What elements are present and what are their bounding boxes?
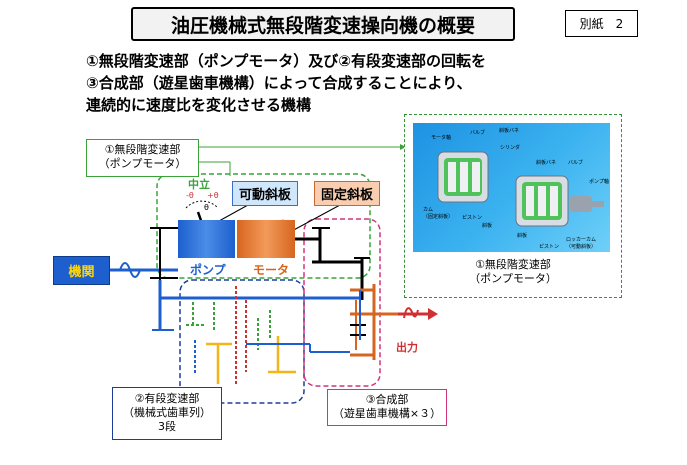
planetary-region-outline [303,218,381,387]
intro-line-2: ③合成部（遊星歯車機構）によって合成することにより、 [86,74,472,92]
stepped-label-line-3: 3段 [158,420,176,433]
photo-callout: ポンプ軸 [589,179,609,185]
photo-overlay [437,151,604,227]
theta-label: θ [204,203,209,212]
photo-callout: ロッカーカム [566,237,597,243]
cvt-label-line-1: ①無段階変速部 [104,143,181,156]
planetary-label-line-2: （遊星歯車機構×３） [332,407,442,420]
input-rotation-icon [119,262,141,278]
page-title: 油圧機械式無段階変速操向機の概要 [131,7,515,41]
photo-caption-line-2: （ポンプモータ） [469,272,557,285]
stepped-label-line-1: ②有段変速部 [134,392,200,405]
neutral-label: 中立 [188,178,210,191]
stepped-label-line-2: （機械式歯車列） [123,406,211,419]
photo-callout: 斜板バネ [536,160,557,166]
planetary-label-box: ③合成部 （遊星歯車機構×３） [327,389,447,426]
intro-line-3: 連続的に速度比を変化させる機構 [86,96,312,114]
cvt-label-box: ①無段階変速部 （ポンプモータ） [86,139,199,177]
movable-swashplate-tag: 可動斜板 [232,181,299,206]
pump-block [178,220,235,258]
photo-callout: バルブ [568,160,584,166]
output-rotation-icon [403,307,419,319]
stepped-region-outline [179,279,305,404]
photo-callout: 斜板 [482,223,493,229]
photo-callout: シリンダ [500,145,521,151]
photo-callout: （固定斜板） [423,214,454,220]
photo-caption-line-1: ①無段階変速部 [475,258,551,271]
motor-block [237,220,295,258]
minus-theta-label: -θ [186,191,194,200]
stepped-label-box: ②有段変速部 （機械式歯車列） 3段 [112,387,222,440]
output-label: 出力 [396,341,418,354]
intro-line-1: ①無段階変速部（ポンプモータ）及び②有段変速部の回転を [86,52,486,70]
photo-caption: ①無段階変速部 （ポンプモータ） [404,258,622,286]
motor-label: モータ [253,263,290,277]
engine-block: 機関 [53,256,110,285]
pump-label: ポンプ [190,263,226,277]
photo-callout: 斜板 [517,233,528,239]
photo-callout: （可動斜板） [566,244,597,250]
photo-callout: ピストン [539,244,560,250]
fixed-swashplate-tag: 固定斜板 [314,181,381,206]
photo-callout: モータ軸 [431,135,452,141]
output-arrow [428,308,438,320]
photo-callout: カム [423,207,434,213]
photo-callout: 斜板バネ [499,128,520,134]
appendix-tag: 別紙 2 [565,10,638,37]
plus-theta-label: +θ [207,191,219,200]
photo-callout: ピストン [462,215,483,221]
cvt-label-line-2: （ポンプモータ） [98,157,187,170]
planetary-label-line-1: ③合成部 [365,393,409,406]
photo-callout: バルブ [470,130,486,136]
cvt-region-outline [156,173,371,279]
